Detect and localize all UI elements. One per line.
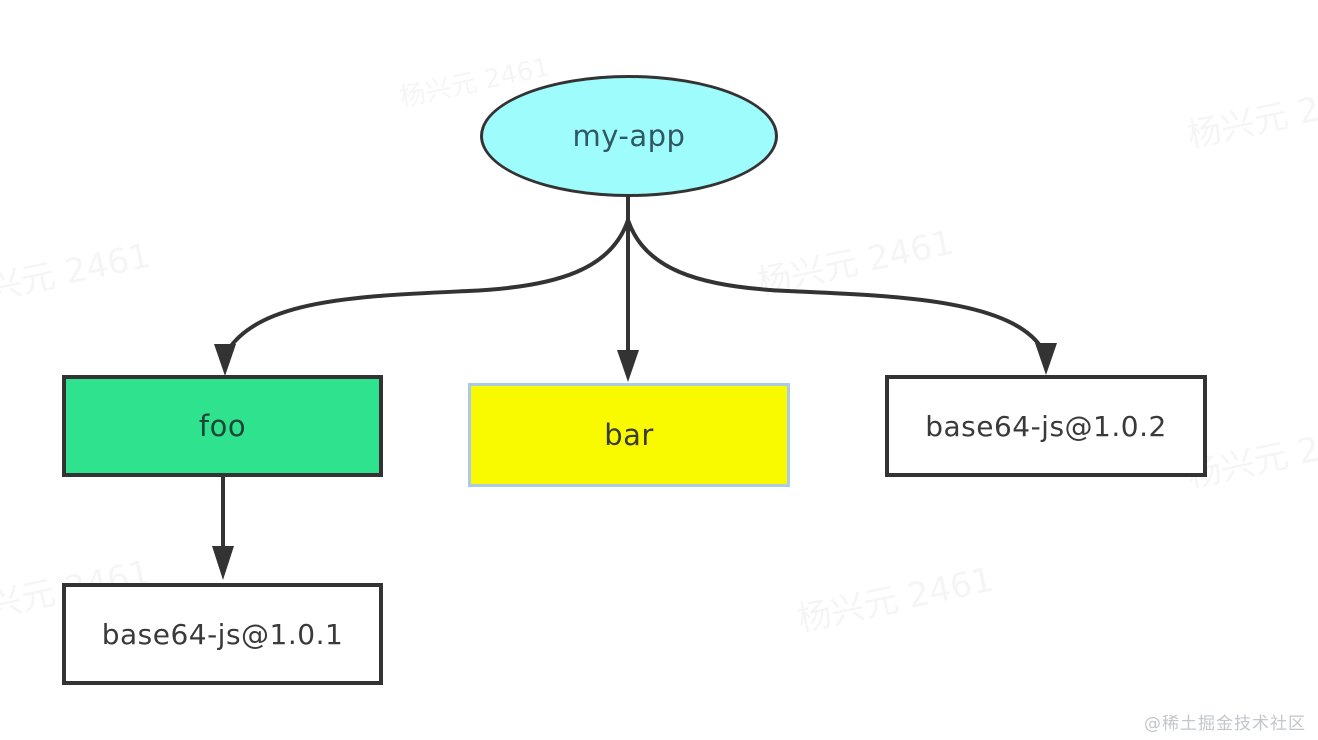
node-foo-label: foo xyxy=(198,409,247,443)
arrowhead-icon xyxy=(1035,343,1057,375)
edge-myapp-foo xyxy=(214,218,630,376)
edge-myapp-bar xyxy=(617,228,639,382)
edge-line xyxy=(226,218,630,352)
node-base64-js-1-0-2: base64-js@1.0.2 xyxy=(885,375,1207,477)
node-base64-js-1-0-2-label: base64-js@1.0.2 xyxy=(925,409,1167,443)
arrowhead-icon xyxy=(617,350,639,382)
edge-line xyxy=(626,218,1045,352)
arrowhead-icon xyxy=(214,344,236,376)
node-base64-js-1-0-1: base64-js@1.0.1 xyxy=(62,583,383,685)
node-my-app-label: my-app xyxy=(572,119,686,153)
community-watermark: @稀土掘金技术社区 xyxy=(1144,714,1306,734)
node-bar-label: bar xyxy=(604,418,654,452)
node-bar: bar xyxy=(468,383,790,487)
node-base64-js-1-0-1-label: base64-js@1.0.1 xyxy=(101,617,344,651)
node-foo: foo xyxy=(62,375,383,477)
edge-myapp-dep102 xyxy=(626,218,1057,375)
arrowhead-icon xyxy=(212,546,234,580)
edge-foo-dep101 xyxy=(212,475,234,580)
node-my-app: my-app xyxy=(480,75,778,197)
